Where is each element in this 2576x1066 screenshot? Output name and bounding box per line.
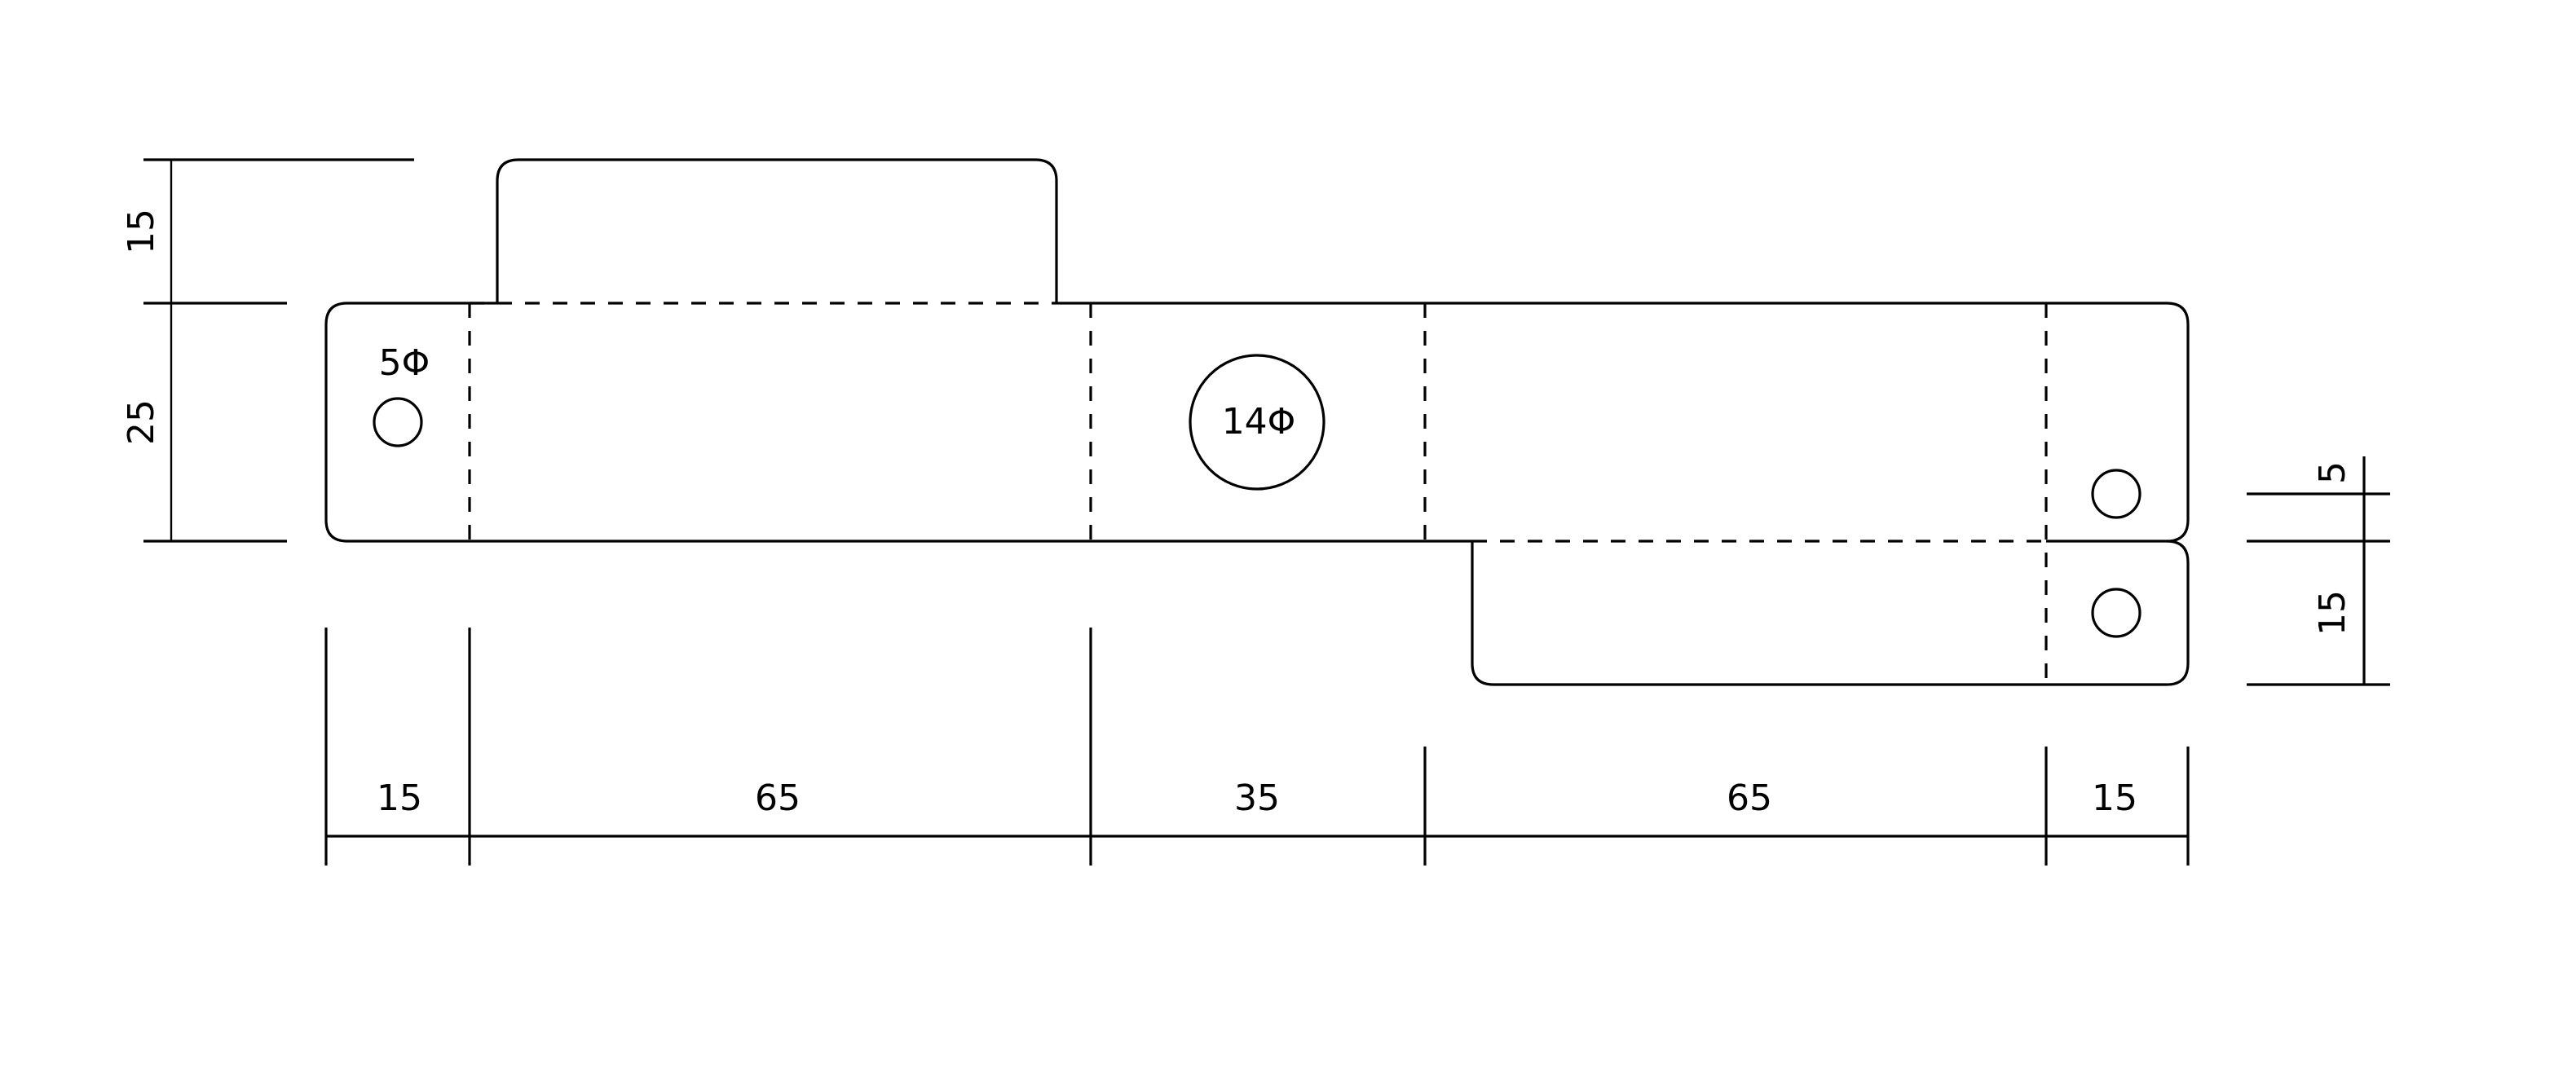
dimension-label: 35: [1234, 777, 1280, 819]
small-hole-right-bottom: [2091, 588, 2142, 638]
bottom-tab-outline: [1471, 540, 2190, 686]
main-panel-outline: [324, 302, 2190, 543]
bottom-dimensions: 15 65 35 65 15: [324, 628, 2190, 866]
dimension-label: 15: [121, 209, 162, 254]
dimension-label: 5: [2312, 461, 2353, 484]
small-hole-right-top: [2091, 469, 2142, 519]
large-hole: [1189, 354, 1325, 491]
small-hole-left: [373, 397, 423, 447]
dimension-label: 65: [755, 777, 801, 819]
dimension-label: 15: [2312, 590, 2353, 636]
dimension-label: 25: [121, 399, 162, 445]
dimension-label: 15: [2092, 777, 2137, 819]
top-tab-outline: [496, 158, 1058, 303]
template-outline: [324, 158, 2190, 686]
large-hole-label: 14Φ: [1222, 401, 1296, 443]
left-dimensions: 15 25: [121, 158, 414, 543]
dimension-label: 15: [377, 777, 422, 819]
small-hole-label: 5Φ: [379, 342, 430, 384]
fold-lines: [468, 302, 2048, 685]
dimension-label: 65: [1727, 777, 1772, 819]
right-dimensions: 5 15: [2247, 456, 2390, 686]
